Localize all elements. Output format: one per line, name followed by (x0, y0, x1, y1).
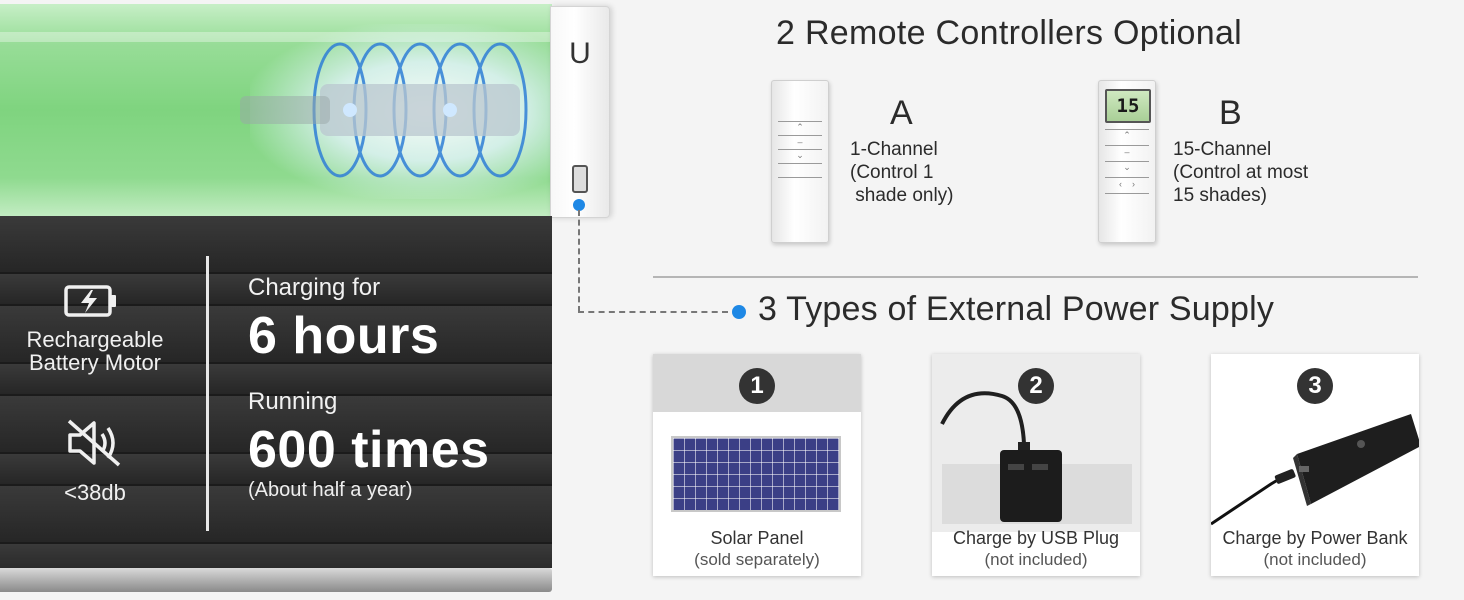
remote-b-channel: 15-Channel (1173, 139, 1272, 160)
solar-panel-icon (671, 436, 841, 512)
option-name: Solar Panel (710, 528, 804, 548)
motor-coil-icon (240, 42, 528, 178)
option-number-badge: 1 (739, 368, 775, 404)
usb-plug-photo: 2 (932, 354, 1140, 532)
section-divider (653, 276, 1418, 278)
shade-bottom-rail (0, 568, 552, 592)
remote-b-description: 15-Channel (Control at most 15 shades) (1173, 138, 1393, 207)
power-option-card-power-bank: 3 Charge by Power Bank (not included) (1211, 354, 1419, 576)
remote-b-note: 15 shades) (1173, 185, 1268, 206)
remote-lcd-display: 15 (1105, 89, 1151, 123)
power-bank-photo: 3 (1211, 354, 1419, 532)
connector-line (578, 210, 580, 312)
shade-fabric (0, 216, 552, 568)
battery-label-line: Rechargeable (26, 327, 164, 352)
battery-label-line: Battery Motor (28, 350, 162, 375)
running-note: (About half a year) (248, 479, 413, 501)
connector-line (578, 311, 728, 313)
remote-a-illustration: ⌃ – ⌄ (771, 80, 829, 243)
port-marker-dot (573, 199, 585, 211)
remote-button-line (1105, 177, 1149, 178)
stop-icon: – (797, 137, 803, 147)
remote-a-letter: A (890, 94, 913, 132)
shade-slat (0, 364, 552, 396)
power-option-card-solar: 1 Solar Panel (sold separately) (653, 354, 861, 576)
running-caption: Running (248, 388, 338, 415)
option-note: (sold separately) (694, 550, 820, 569)
up-arrow-icon: ⌃ (796, 122, 804, 132)
remote-button-line (778, 135, 822, 136)
mute-speaker-icon (67, 419, 121, 467)
channel-arrows-icon: ‹ › (1119, 179, 1135, 189)
up-arrow-icon: ⌃ (1123, 130, 1131, 140)
shade-slat (0, 544, 552, 568)
down-arrow-icon: ⌄ (1123, 162, 1131, 172)
remote-button-line (1105, 161, 1149, 162)
shade-slat (0, 216, 552, 274)
stats-divider (206, 256, 209, 531)
remote-a-description: 1-Channel (Control 1 shade only) (850, 138, 1030, 207)
remote-b-illustration: 15 ⌃ – ⌄ ‹ › (1098, 80, 1156, 243)
remote-button-line (778, 149, 822, 150)
option-note: (not included) (984, 550, 1088, 569)
remote-button-line (778, 163, 822, 164)
stop-icon: – (1124, 147, 1130, 157)
down-arrow-icon: ⌄ (796, 150, 804, 160)
charging-caption: Charging for (248, 274, 381, 301)
charging-value: 6 hours (248, 307, 440, 365)
power-bullet-dot (732, 305, 746, 319)
remote-a-note: (Control 1 (850, 162, 934, 183)
remote-section-title: 2 Remote Controllers Optional (776, 14, 1243, 52)
battery-motor-label: Rechargeable Battery Motor (10, 328, 180, 374)
remote-button-line (1105, 145, 1149, 146)
option-number-badge: 3 (1297, 368, 1333, 404)
remote-button-line (1105, 129, 1149, 130)
remote-a-channel: 1-Channel (850, 139, 938, 160)
card-header: 1 (653, 354, 861, 412)
brand-logo: U (569, 37, 591, 70)
option-note: (not included) (1263, 550, 1367, 569)
motor-end-cap: U (550, 6, 610, 218)
battery-charging-icon (64, 285, 116, 317)
running-value: 600 times (248, 421, 490, 479)
power-section-title: 3 Types of External Power Supply (758, 290, 1275, 328)
remote-button-line (778, 121, 822, 122)
remote-button-line (778, 177, 822, 178)
remote-a-note: shade only) (850, 185, 954, 206)
option-name: Charge by Power Bank (1222, 528, 1408, 548)
remote-b-letter: B (1219, 94, 1242, 132)
power-option-card-usb: 2 Charge by USB Plug (not included) (932, 354, 1140, 576)
remote-button-line (1105, 193, 1149, 194)
solar-panel-photo (653, 412, 861, 532)
option-name: Charge by USB Plug (952, 528, 1120, 548)
usb-port-icon (572, 165, 588, 193)
shade-slat (0, 486, 552, 544)
remote-b-note: (Control at most (1173, 162, 1309, 183)
noise-level-label: <38db (64, 480, 126, 505)
option-number-badge: 2 (1018, 368, 1054, 404)
motor-tube-illustration (0, 4, 552, 216)
